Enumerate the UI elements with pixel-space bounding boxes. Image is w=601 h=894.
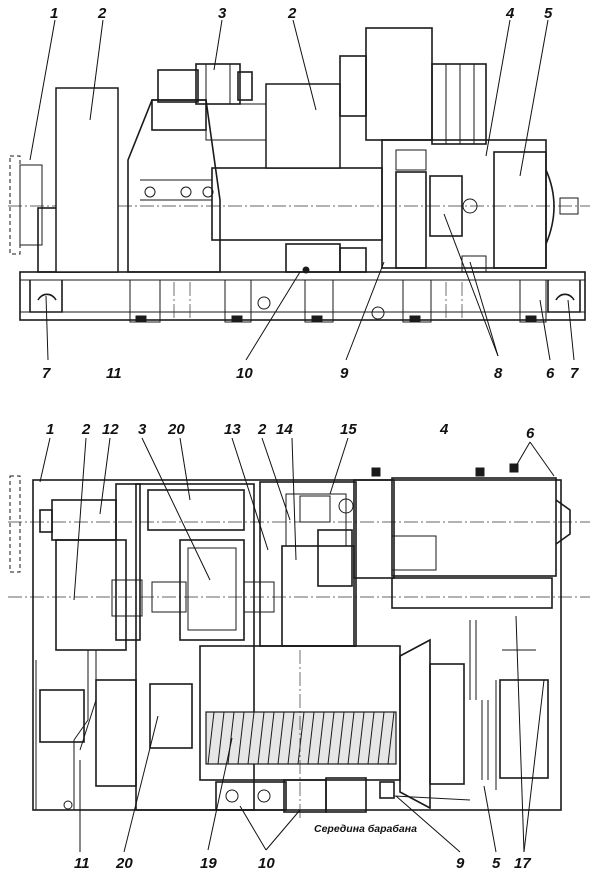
label-4-top: 4	[506, 5, 515, 22]
label-11-top: 11	[106, 365, 122, 382]
side-elevation-view	[8, 27, 590, 323]
middle-unit-2	[265, 83, 341, 169]
label-2-top-left: 2	[98, 5, 107, 22]
left-unit-2	[55, 87, 119, 273]
label-2-top-middle: 2	[288, 5, 297, 22]
label-6-plan: 6	[526, 425, 535, 442]
label-3-plan: 3	[138, 421, 147, 438]
label-7-top-right: 7	[570, 365, 579, 382]
label-20-plan-top: 20	[168, 421, 185, 438]
label-4-plan: 4	[440, 421, 449, 438]
label-3-top: 3	[218, 5, 227, 22]
plan-view	[8, 463, 590, 820]
label-2-plan-left: 2	[82, 421, 91, 438]
label-1-plan: 1	[46, 421, 55, 438]
base-frame	[19, 271, 586, 321]
drum-middle-caption: Середина барабана	[314, 823, 417, 835]
label-17-plan: 17	[514, 855, 531, 872]
drum-side	[211, 167, 383, 241]
label-20-plan-bottom: 20	[116, 855, 133, 872]
label-10-plan: 10	[258, 855, 275, 872]
label-13-plan: 13	[224, 421, 241, 438]
label-15-plan: 15	[340, 421, 357, 438]
label-8-top: 8	[494, 365, 503, 382]
label-19-plan: 19	[200, 855, 217, 872]
label-1-top: 1	[50, 5, 59, 22]
leader-lines	[29, 19, 575, 853]
label-7-top-left: 7	[42, 365, 51, 382]
label-9-top: 9	[340, 365, 349, 382]
housing-4	[391, 477, 557, 577]
label-11-plan: 11	[74, 855, 90, 872]
label-10-top: 10	[236, 365, 253, 382]
label-6-top: 6	[546, 365, 555, 382]
label-2-plan-middle: 2	[258, 421, 267, 438]
label-14-plan: 14	[276, 421, 293, 438]
label-5-top: 5	[544, 5, 553, 22]
label-9-plan: 9	[456, 855, 465, 872]
label-5-plan: 5	[492, 855, 501, 872]
plan-frame	[32, 479, 562, 811]
label-12-plan: 12	[102, 421, 119, 438]
